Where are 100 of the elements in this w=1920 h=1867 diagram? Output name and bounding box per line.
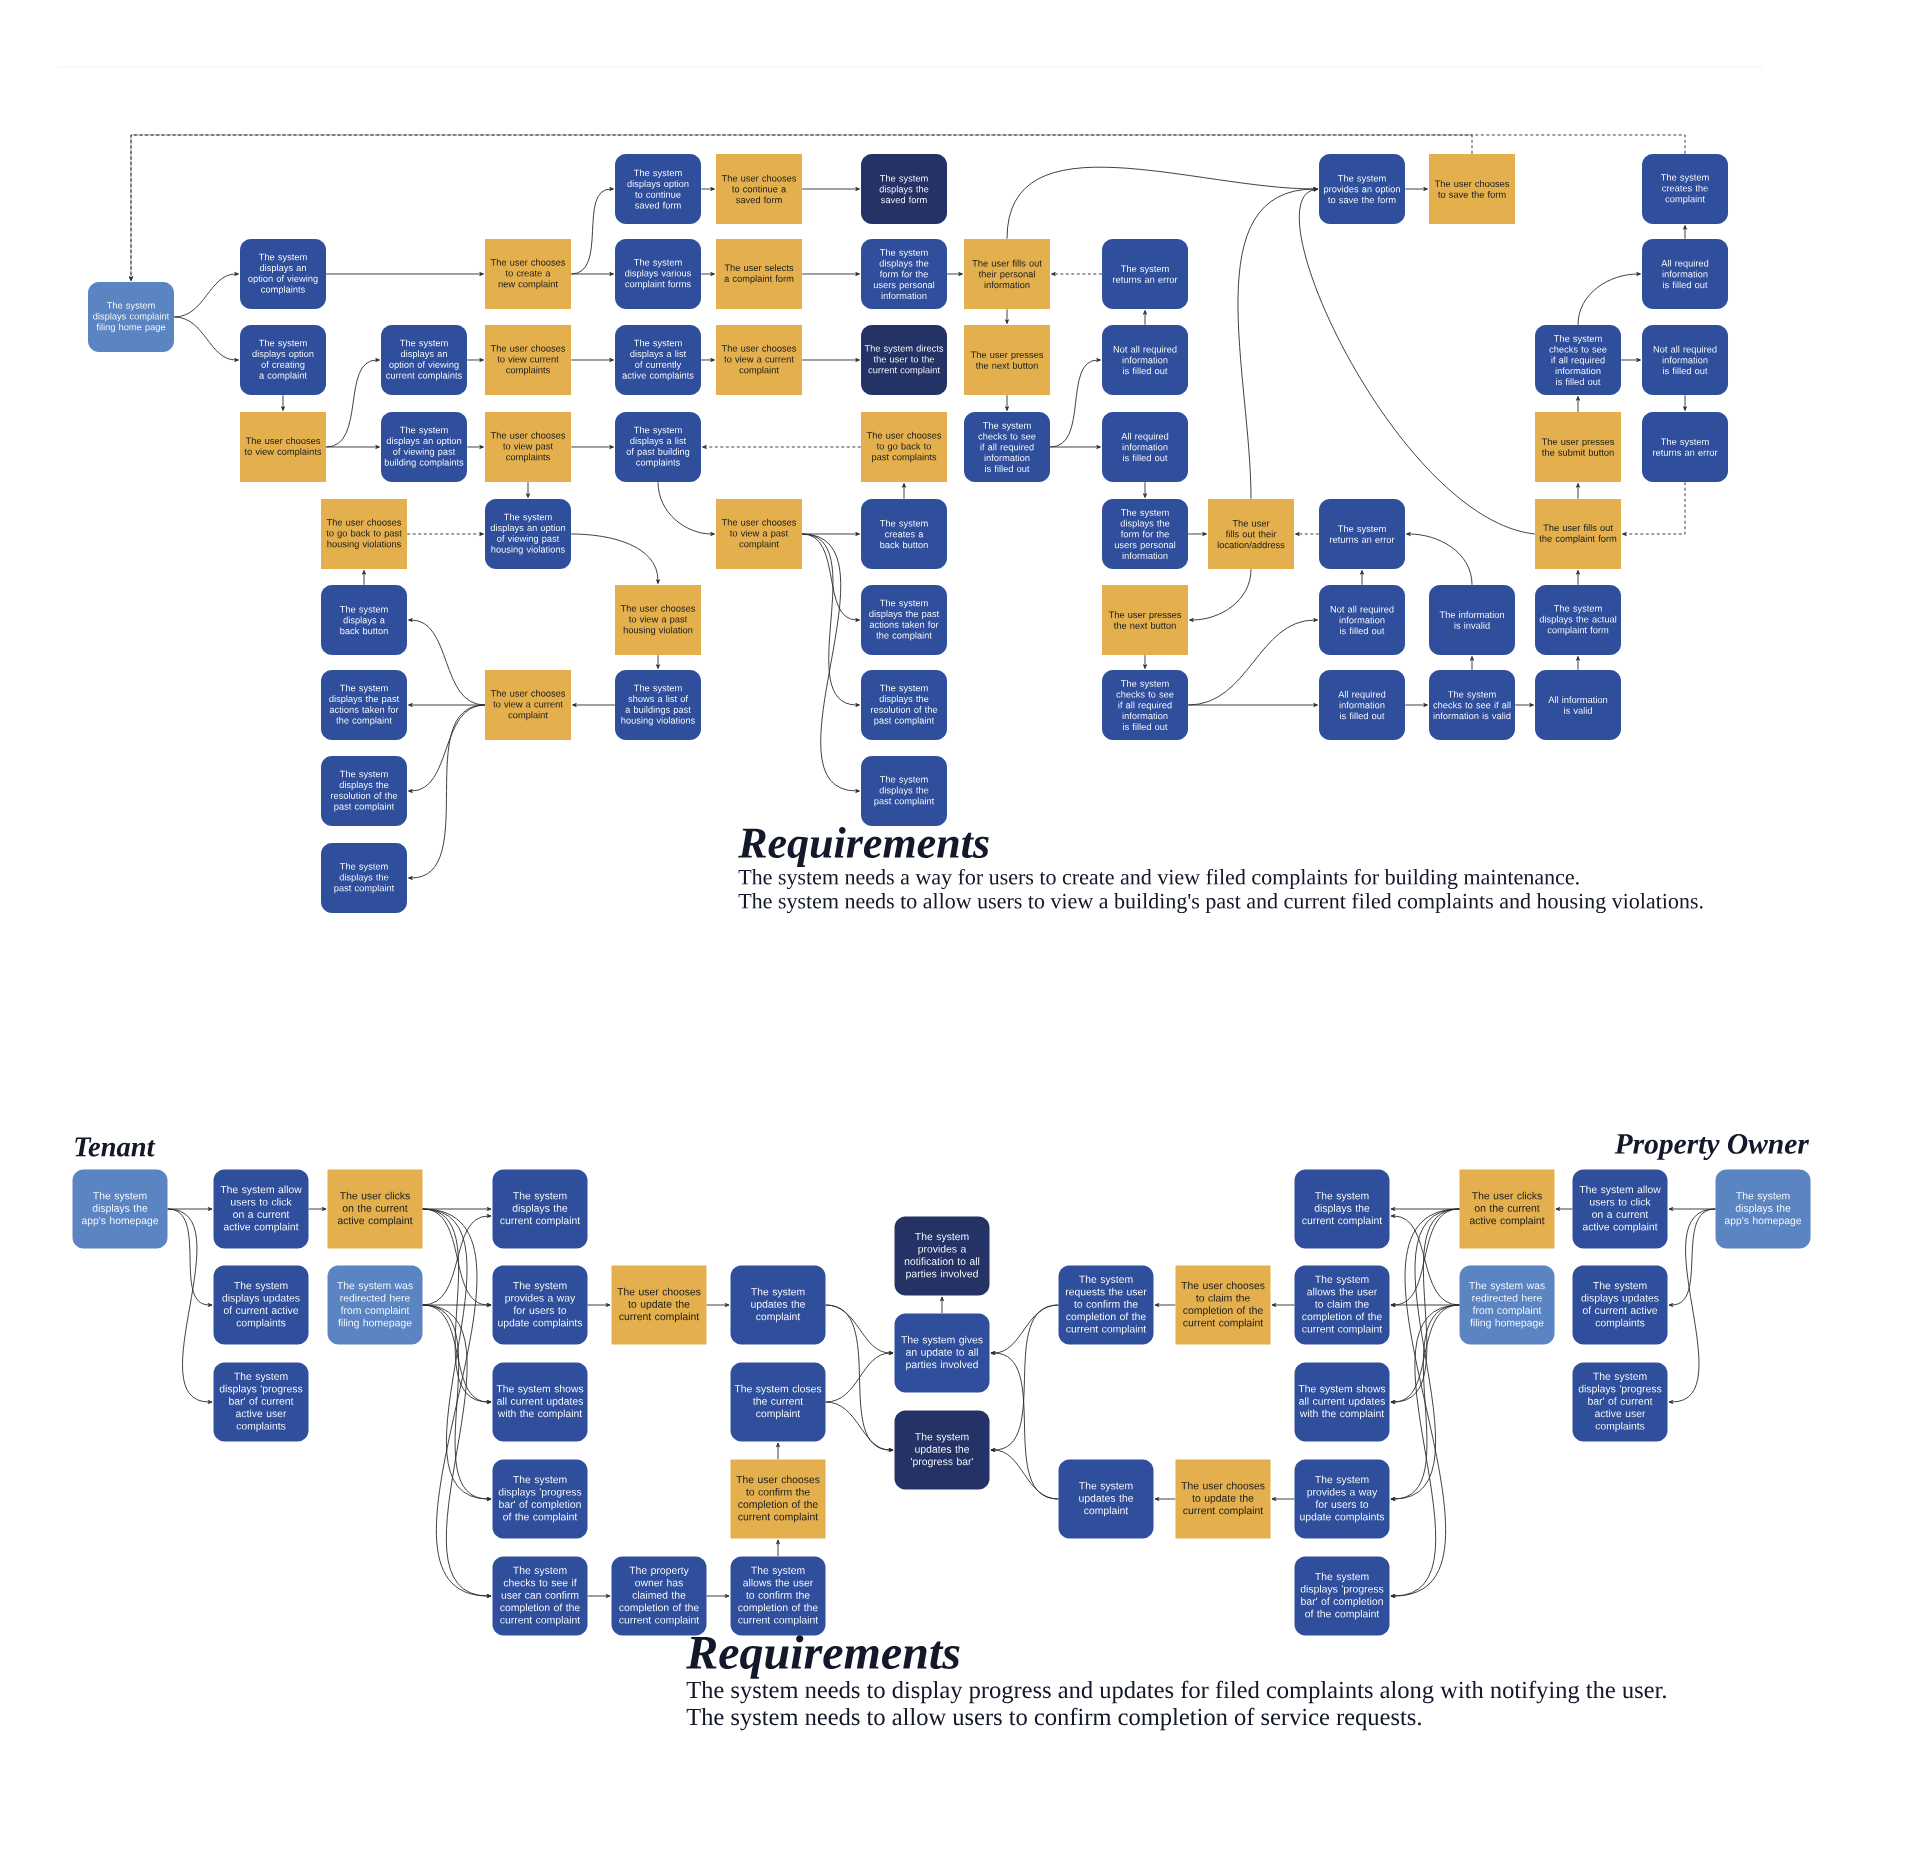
system-step-box: The system displays the current complaint — [492, 1169, 588, 1249]
dashed-arrow — [1622, 481, 1686, 536]
system-step-box: The system displays a list of past building complaints — [615, 412, 701, 482]
arrow — [1576, 570, 1580, 586]
system-step-box: The system checks to see if all information is valid — [1429, 670, 1515, 740]
arrow — [706, 1594, 730, 1598]
system-step-box: The system returns an error — [1642, 412, 1728, 482]
user-step-box: The user chooses to view complaints — [240, 412, 326, 482]
system-step-box: The system checks to see if all required information is filled out — [964, 412, 1050, 482]
system-step-box: The system displays updates of current active complaints — [1572, 1265, 1668, 1345]
arrow — [167, 1207, 213, 1211]
arrow — [1668, 1208, 1716, 1404]
arrow — [776, 1442, 780, 1460]
lane-heading: Property Owner — [1614, 1134, 1810, 1160]
system-step-box: The system provides an option to save the form — [1319, 154, 1405, 224]
user-step-box: The user fills out their location/address — [1208, 499, 1294, 569]
section-heading: Requirements — [686, 1635, 960, 1679]
user-step-box: The user chooses to view a past housing violation — [615, 585, 701, 655]
dashed-arrow — [1295, 532, 1320, 536]
system-step-box: The system provides a notification to all parties involved — [894, 1216, 990, 1296]
user-step-box: The user presses the submit button — [1535, 412, 1621, 482]
user-step-box: The user chooses to view a current complaint — [716, 325, 802, 395]
arrow — [801, 358, 860, 362]
arrow — [173, 272, 239, 318]
arrow — [1271, 1497, 1295, 1501]
arrow — [1298, 187, 1536, 535]
arrow — [700, 187, 715, 191]
arrow — [990, 1448, 1059, 1500]
arrow — [1237, 187, 1318, 500]
arrow — [1406, 532, 1473, 586]
system-step-box: The system displays option to continue saved form — [615, 154, 701, 224]
dashed-arrow — [1051, 272, 1103, 276]
arrow — [1154, 1303, 1176, 1307]
arrow — [408, 704, 486, 793]
system-step-box: The system creates a back button — [861, 499, 947, 569]
system-step-box: The system checks to see if all required information is filled out — [1535, 325, 1621, 395]
system-step-box: All required information is filled out — [1319, 670, 1405, 740]
arrow — [362, 570, 366, 586]
system-step-box: The system displays the actual complaint form — [1535, 585, 1621, 655]
arrow — [570, 533, 660, 584]
user-step-box: The user chooses to update the current complaint — [611, 1265, 707, 1345]
arrow — [1005, 308, 1009, 324]
arrow — [325, 445, 380, 449]
system-step-box: The system displays an option of viewing past building complaints — [381, 412, 467, 482]
system-step-box: The system displays the past complaint — [861, 756, 947, 826]
user-step-box: The user chooses to create a new complaint — [485, 239, 571, 309]
system-step-box: The system displays updates of current active complaints — [213, 1265, 309, 1345]
system-step-box: The system displays the resolution of the past complaint — [861, 670, 947, 740]
arrow — [946, 272, 963, 276]
arrow — [1683, 225, 1687, 240]
arrow — [570, 272, 614, 276]
user-step-box: The user fills out their personal information — [964, 239, 1050, 309]
arrow — [1154, 1497, 1176, 1501]
system-step-box: The system shows a list of a buildings past housing violations — [615, 670, 701, 740]
system-step-box: The system displays the current complaint — [1294, 1169, 1390, 1249]
arrow — [1390, 1304, 1460, 1598]
arrow — [1404, 703, 1428, 707]
arrow — [801, 533, 860, 622]
system-step-box: The system displays an option of viewing past housing violations — [485, 499, 571, 569]
section-heading: Requirements — [738, 827, 989, 867]
arrow — [167, 1208, 213, 1404]
arrow — [325, 272, 484, 276]
system-step-box: Not all required information is filled out — [1102, 325, 1188, 395]
arrow — [408, 704, 486, 880]
system-step-box: The system displays the app's homepage — [1715, 1169, 1811, 1249]
system-step-box: The system displays option of creating a complaint — [240, 325, 326, 395]
system-step-box: The system checks to see if all required information is filled out — [1102, 670, 1188, 740]
arrow — [587, 1303, 611, 1307]
system-step-box: The system displays 'progress bar' of current active user complaints — [213, 1362, 309, 1442]
system-step-box: The system was redirected here from complaint filing homepage — [1459, 1265, 1555, 1345]
arrow — [1576, 483, 1580, 500]
arrow — [1049, 445, 1101, 449]
system-step-box: The system shows all current updates with the complaint — [492, 1362, 588, 1442]
system-step-box: The system allows the user to claim the completion of the current complaint — [1294, 1265, 1390, 1345]
system-step-box: The system was redirected here from complaint filing homepage — [327, 1265, 423, 1345]
arrow — [422, 1304, 492, 1598]
arrow — [570, 445, 614, 449]
system-step-box: The system allow users to click on a current active complaint — [213, 1169, 309, 1249]
system-step-box: The system returns an error — [1319, 499, 1405, 569]
arrow — [657, 481, 715, 536]
system-step-box: The system displays the past complaint — [321, 843, 407, 913]
system-step-box: The system displays a list of currently active complaints — [615, 325, 701, 395]
system-step-box: The system provides a way for users to update complaints — [492, 1265, 588, 1345]
user-step-box: The user fills out the complaint form — [1535, 499, 1621, 569]
system-step-box: The system displays the past actions taken for the complaint — [861, 585, 947, 655]
system-step-box: The system directs the user to the current complaint — [861, 325, 947, 395]
arrow — [801, 187, 860, 191]
system-step-box: The system checks to see if user can confirm completion of the current complaint — [492, 1556, 588, 1636]
arrow — [1470, 656, 1474, 671]
system-step-box: All required information is filled out — [1102, 412, 1188, 482]
system-step-box: The system displays an option of viewing current complaints — [381, 325, 467, 395]
user-step-box: The user chooses to claim the completion of the current complaint — [1175, 1265, 1271, 1345]
arrow — [825, 1351, 894, 1403]
system-step-box: The system allow users to click on a current active complaint — [1572, 1169, 1668, 1249]
user-step-box: The user chooses to go back to past housing violations — [321, 499, 407, 569]
user-step-box: The user selects a complaint form — [716, 239, 802, 309]
arrow — [700, 272, 715, 276]
arrow — [466, 445, 484, 449]
arrow — [1271, 1303, 1295, 1307]
system-step-box: The system returns an error — [1102, 239, 1188, 309]
